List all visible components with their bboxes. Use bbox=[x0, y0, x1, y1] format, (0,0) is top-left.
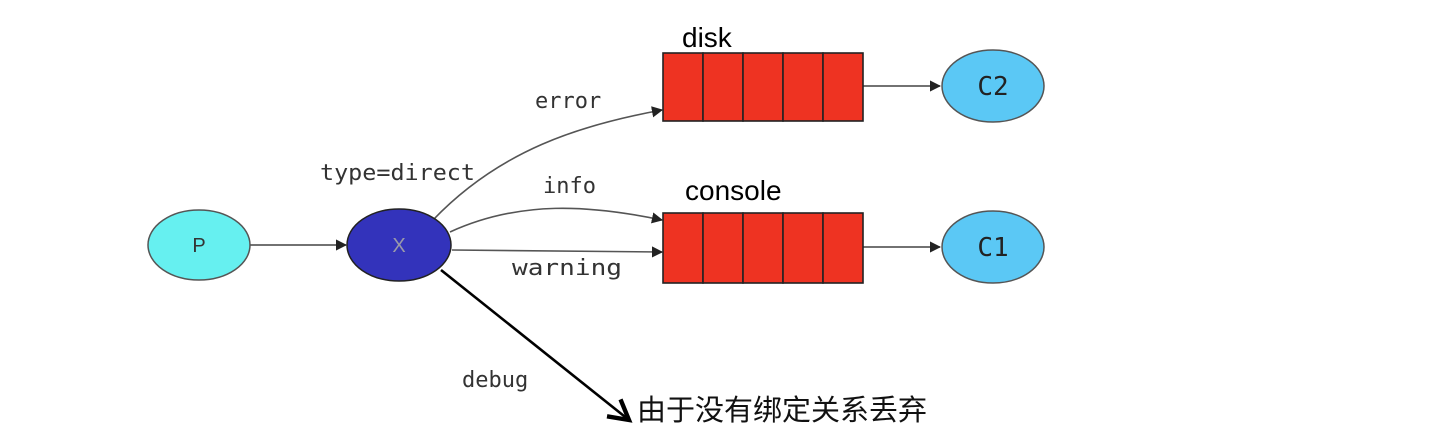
producer-node: P bbox=[147, 209, 251, 281]
queue-console-cell bbox=[742, 212, 784, 284]
exchange-type-label: type=direct bbox=[320, 161, 475, 186]
consumer-c1-label: C1 bbox=[977, 233, 1008, 263]
discard-note: 由于没有绑定关系丢弃 bbox=[637, 394, 927, 427]
edge-debug-discard bbox=[440, 268, 629, 420]
queue-disk-name: disk bbox=[682, 22, 733, 53]
queue-console-cell bbox=[702, 212, 744, 284]
consumer-c2-node: C2 bbox=[941, 49, 1045, 123]
consumer-c1-shape bbox=[941, 210, 1045, 284]
binding-label-debug: debug bbox=[462, 368, 528, 393]
exchange-node: X bbox=[346, 208, 452, 282]
binding-label-error: error bbox=[535, 89, 601, 114]
consumer-c1-node: C1 bbox=[941, 210, 1045, 284]
producer-label: P bbox=[192, 235, 205, 257]
consumer-c2-label: C2 bbox=[977, 72, 1008, 102]
exchange-label: X bbox=[392, 235, 405, 257]
binding-label-info: info bbox=[543, 174, 596, 199]
binding-label-warning: warning bbox=[512, 256, 622, 281]
edge-info-binding bbox=[449, 207, 664, 233]
queue-console-cell bbox=[782, 212, 824, 284]
queue-console-cells bbox=[662, 212, 864, 284]
producer-shape bbox=[147, 209, 251, 281]
queue-console-name: console bbox=[685, 175, 782, 206]
queue-console: console bbox=[662, 175, 864, 284]
queue-disk: disk bbox=[662, 22, 864, 122]
exchange-shape bbox=[346, 208, 452, 282]
queue-disk-cell bbox=[662, 52, 704, 122]
queue-disk-cell bbox=[702, 52, 744, 122]
queue-disk-cell bbox=[782, 52, 824, 122]
queue-console-cell bbox=[662, 212, 704, 284]
edge-warning-binding bbox=[451, 246, 664, 258]
edge-error-binding bbox=[432, 106, 664, 221]
queue-disk-cells bbox=[662, 52, 864, 122]
queue-disk-cell bbox=[742, 52, 784, 122]
queue-console-cell bbox=[822, 212, 864, 284]
queue-disk-cell bbox=[822, 52, 864, 122]
consumer-c2-shape bbox=[941, 49, 1045, 123]
